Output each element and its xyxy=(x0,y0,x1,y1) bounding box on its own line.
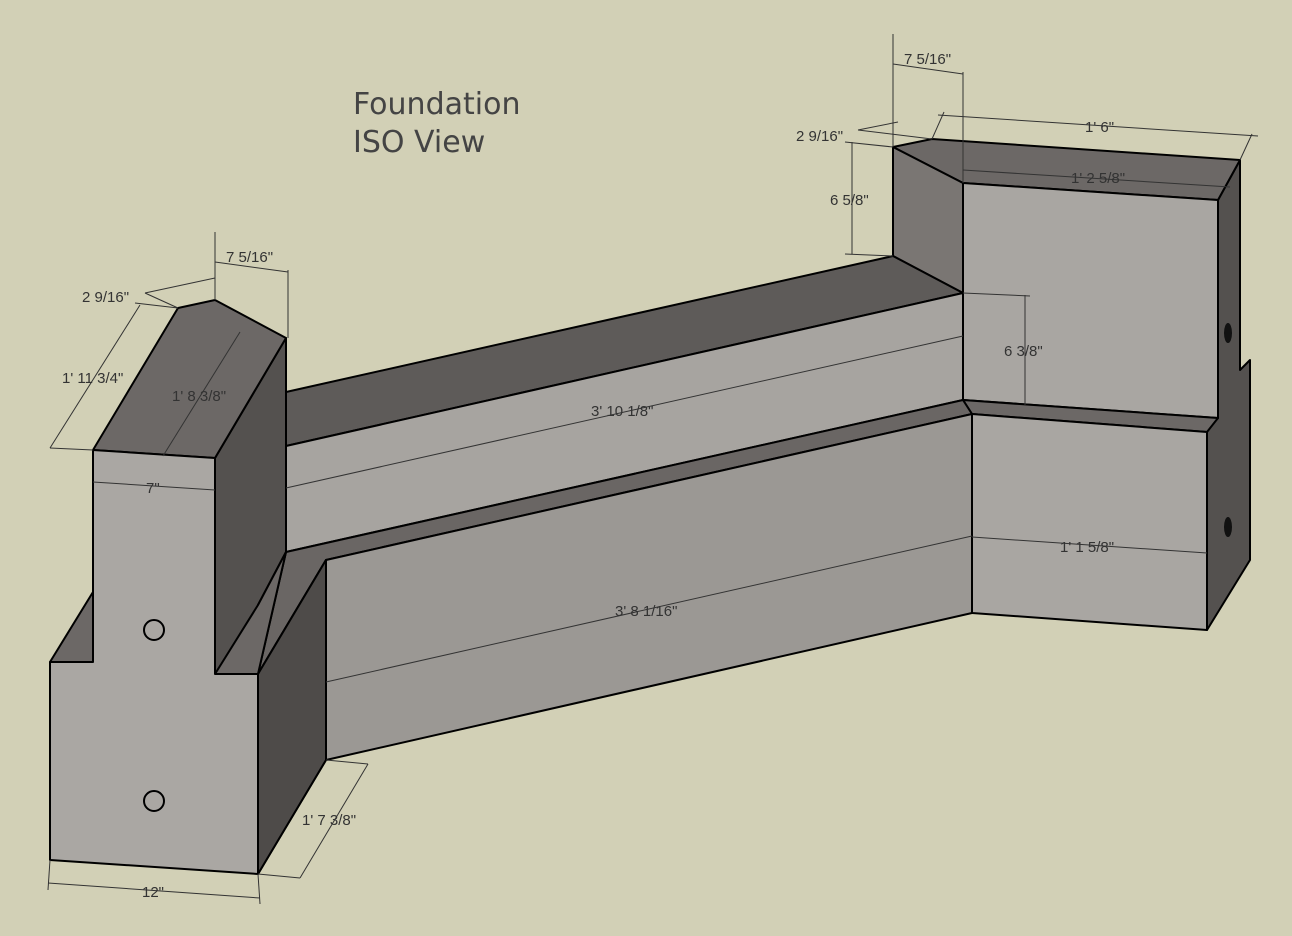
dim-ext-right-riser-a xyxy=(844,141,894,148)
dim-ext-base-depth-b xyxy=(325,759,369,765)
left-block-hole-upper xyxy=(143,619,165,641)
dim-ext-right-riser-b xyxy=(844,253,894,257)
dim-line-left-width xyxy=(92,481,216,491)
dim-ext-base-width-b xyxy=(257,873,261,905)
title-line-1: Foundation xyxy=(353,87,521,122)
drawing-title: Foundation ISO View xyxy=(353,86,520,162)
dim-line-left-chamfer xyxy=(144,277,216,294)
dim-ext-left-height-b xyxy=(134,302,179,309)
dim-ext-right-chamfer xyxy=(857,121,899,131)
dim-line-right-chamfer xyxy=(857,129,933,140)
dim-label-right-top-offset: 7 5/16" xyxy=(904,51,951,68)
right-lower-front-face xyxy=(971,413,1208,631)
dim-ext-step-height-a xyxy=(962,292,1031,297)
dim-label-right-inner-length: 1' 2 5/8" xyxy=(1071,170,1125,187)
dim-line-base-width xyxy=(47,882,261,899)
right-block-hole-upper xyxy=(1224,323,1232,343)
right-block-hole-lower xyxy=(1224,517,1232,537)
left-block-hole-lower xyxy=(143,790,165,812)
dim-label-step-height: 6 3/8" xyxy=(1004,343,1043,360)
dim-label-left-chamfer: 2 9/16" xyxy=(82,289,129,306)
dim-ext-left-chamfer xyxy=(144,292,179,309)
dim-label-beam-lower: 3' 8 1/16" xyxy=(615,603,677,620)
dim-label-left-width: 7" xyxy=(146,480,160,497)
dim-label-left-inner-height: 1' 8 3/8" xyxy=(172,388,226,405)
dim-line-right-inner-length xyxy=(962,169,1231,188)
dim-label-left-height: 1' 11 3/4" xyxy=(62,370,123,387)
dim-line-base-depth xyxy=(299,763,369,879)
dim-label-right-lower-length: 1' 1 5/8" xyxy=(1060,539,1114,556)
dim-ext-right-length-b xyxy=(1239,133,1253,161)
title-line-2: ISO View xyxy=(353,125,486,160)
dim-label-right-chamfer: 2 9/16" xyxy=(796,128,843,145)
dim-line-left-top-offset xyxy=(214,261,289,273)
dim-line-left-height xyxy=(49,304,141,449)
dim-line-left-inner-height xyxy=(162,331,241,457)
dim-line-beam-upper xyxy=(285,335,964,489)
dim-label-beam-upper: 3' 10 1/8" xyxy=(591,403,653,420)
dim-ext-base-depth-a xyxy=(257,873,301,879)
dim-label-right-length: 1' 6" xyxy=(1085,119,1114,136)
dim-ext-base-width-a xyxy=(47,859,51,891)
dim-label-base-width: 12" xyxy=(142,884,164,901)
dim-line-right-top-offset xyxy=(892,63,964,75)
dim-ext-right-length-a xyxy=(931,111,945,140)
dim-label-left-top-offset: 7 5/16" xyxy=(226,249,273,266)
dim-label-right-riser: 6 5/8" xyxy=(830,192,869,209)
dim-line-right-length xyxy=(937,114,1259,137)
right-block-front-face xyxy=(962,182,1219,419)
dim-line-right-lower-length xyxy=(971,536,1208,554)
dim-ext-left-height-a xyxy=(49,447,94,451)
dim-label-base-depth: 1' 7 3/8" xyxy=(302,812,356,829)
left-foot-top-face xyxy=(49,591,94,663)
dim-line-beam-lower xyxy=(325,535,973,683)
